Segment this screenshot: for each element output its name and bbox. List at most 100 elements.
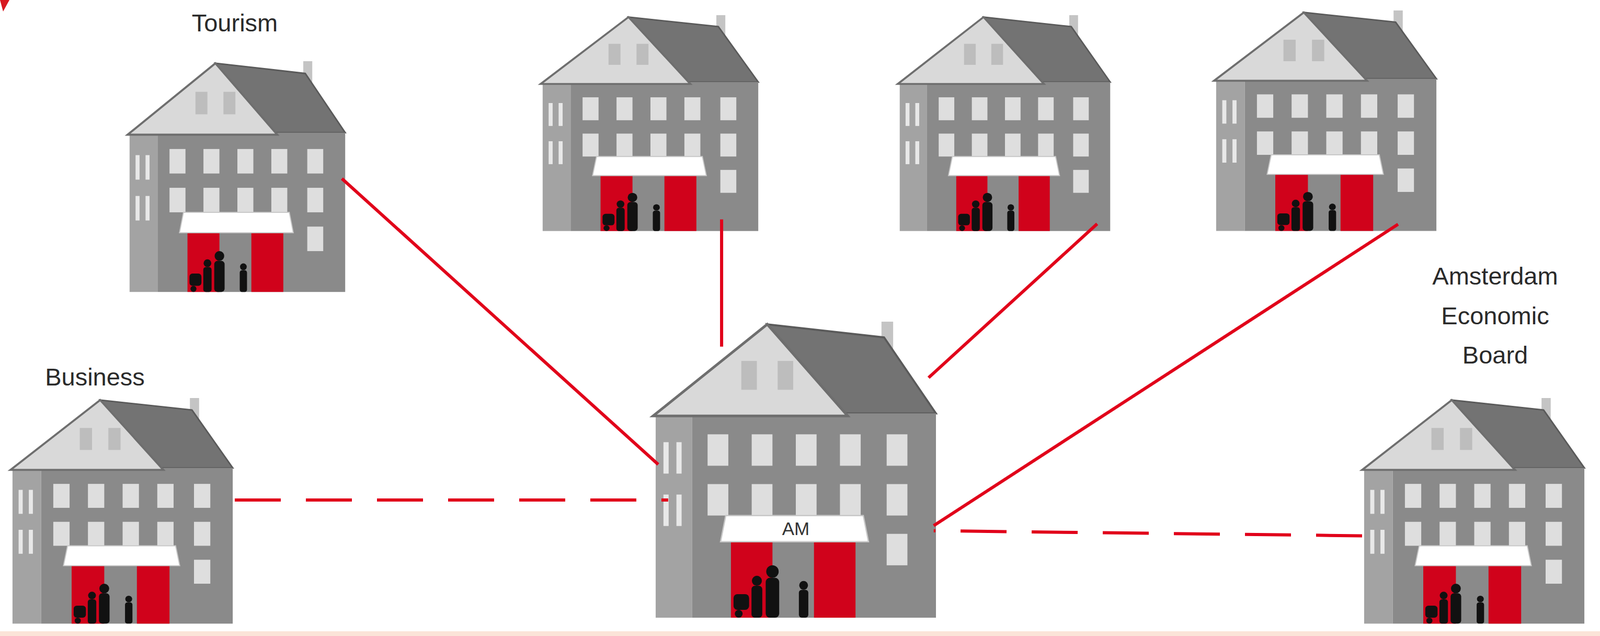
person-head	[627, 192, 637, 203]
person-head	[751, 575, 762, 586]
person-body	[203, 267, 212, 292]
side-window	[663, 494, 669, 527]
window	[1291, 94, 1308, 118]
window	[193, 521, 211, 546]
person-head	[99, 583, 110, 593]
window	[886, 533, 908, 566]
house-outline	[1214, 10, 1439, 235]
window	[795, 433, 817, 466]
stroller	[189, 273, 202, 286]
window	[1072, 133, 1089, 157]
person-head	[240, 263, 247, 271]
side-window	[18, 489, 24, 514]
window	[237, 149, 254, 174]
house-outline	[127, 61, 348, 296]
gable	[540, 17, 691, 85]
side-window	[548, 103, 553, 127]
people-silhouettes	[73, 583, 133, 624]
gable-window	[991, 43, 1003, 65]
solid-link	[928, 223, 1097, 378]
door	[1018, 175, 1050, 232]
stroller-wheel	[603, 225, 610, 232]
person-head	[1440, 591, 1448, 600]
stroller	[73, 605, 86, 618]
solid-link	[341, 178, 659, 465]
window	[707, 433, 729, 466]
side-window	[1370, 489, 1375, 514]
person-body	[1476, 602, 1484, 624]
side-wall	[129, 132, 158, 293]
gable-window	[636, 43, 649, 65]
window	[720, 133, 737, 157]
window	[1439, 521, 1456, 546]
side-window	[1232, 139, 1237, 163]
people-silhouettes	[733, 565, 809, 618]
window	[684, 97, 701, 121]
stroller	[1277, 213, 1290, 225]
partner-house	[540, 15, 761, 235]
window	[1404, 521, 1422, 546]
gable-window	[777, 360, 794, 390]
window	[1397, 168, 1414, 192]
door	[664, 175, 697, 232]
person-body	[1439, 599, 1448, 624]
window	[157, 483, 174, 508]
side-window	[905, 103, 910, 127]
window	[795, 484, 817, 516]
side-wall	[655, 413, 692, 618]
side-window	[1380, 529, 1385, 554]
awning	[720, 515, 869, 542]
window	[1037, 133, 1054, 157]
window	[1545, 483, 1562, 508]
dashed-link	[933, 530, 1363, 536]
window	[1474, 521, 1491, 546]
person-head	[983, 192, 993, 203]
business-house: Business	[10, 397, 235, 628]
window	[707, 484, 729, 516]
gable	[127, 63, 278, 135]
front-wall	[1392, 467, 1585, 624]
side-wall	[899, 82, 928, 232]
house-outline	[897, 15, 1113, 235]
corner-mark	[0, 0, 10, 12]
window	[1004, 133, 1021, 157]
person-body	[124, 602, 133, 624]
house-outline	[10, 397, 235, 628]
side-window	[1380, 489, 1385, 514]
window	[307, 149, 324, 174]
gable-window	[108, 427, 121, 450]
window	[193, 559, 211, 584]
person-body	[751, 585, 763, 618]
window	[1439, 483, 1456, 508]
window	[616, 133, 633, 157]
window	[1256, 131, 1274, 155]
house-label: Tourism	[140, 8, 329, 38]
window	[122, 521, 140, 546]
person-body	[98, 592, 110, 624]
person-body	[765, 577, 780, 618]
window	[271, 187, 288, 213]
window	[1072, 169, 1089, 193]
house-outline	[540, 15, 761, 235]
side-wall	[12, 467, 42, 624]
window	[1361, 131, 1378, 155]
awning	[592, 156, 707, 176]
window	[972, 97, 988, 121]
gable-window	[223, 92, 236, 115]
window	[1004, 97, 1021, 121]
side-window	[1222, 139, 1227, 163]
window	[53, 483, 70, 508]
side-wall	[1364, 467, 1393, 624]
gable	[1214, 12, 1368, 82]
person-body	[798, 589, 809, 618]
window	[972, 133, 988, 157]
window	[307, 226, 324, 251]
window	[1545, 521, 1562, 546]
people-silhouettes	[602, 192, 660, 232]
side-window	[135, 155, 140, 180]
people-silhouettes	[1277, 191, 1336, 232]
stroller-wheel	[958, 225, 965, 232]
person-body	[653, 210, 661, 232]
